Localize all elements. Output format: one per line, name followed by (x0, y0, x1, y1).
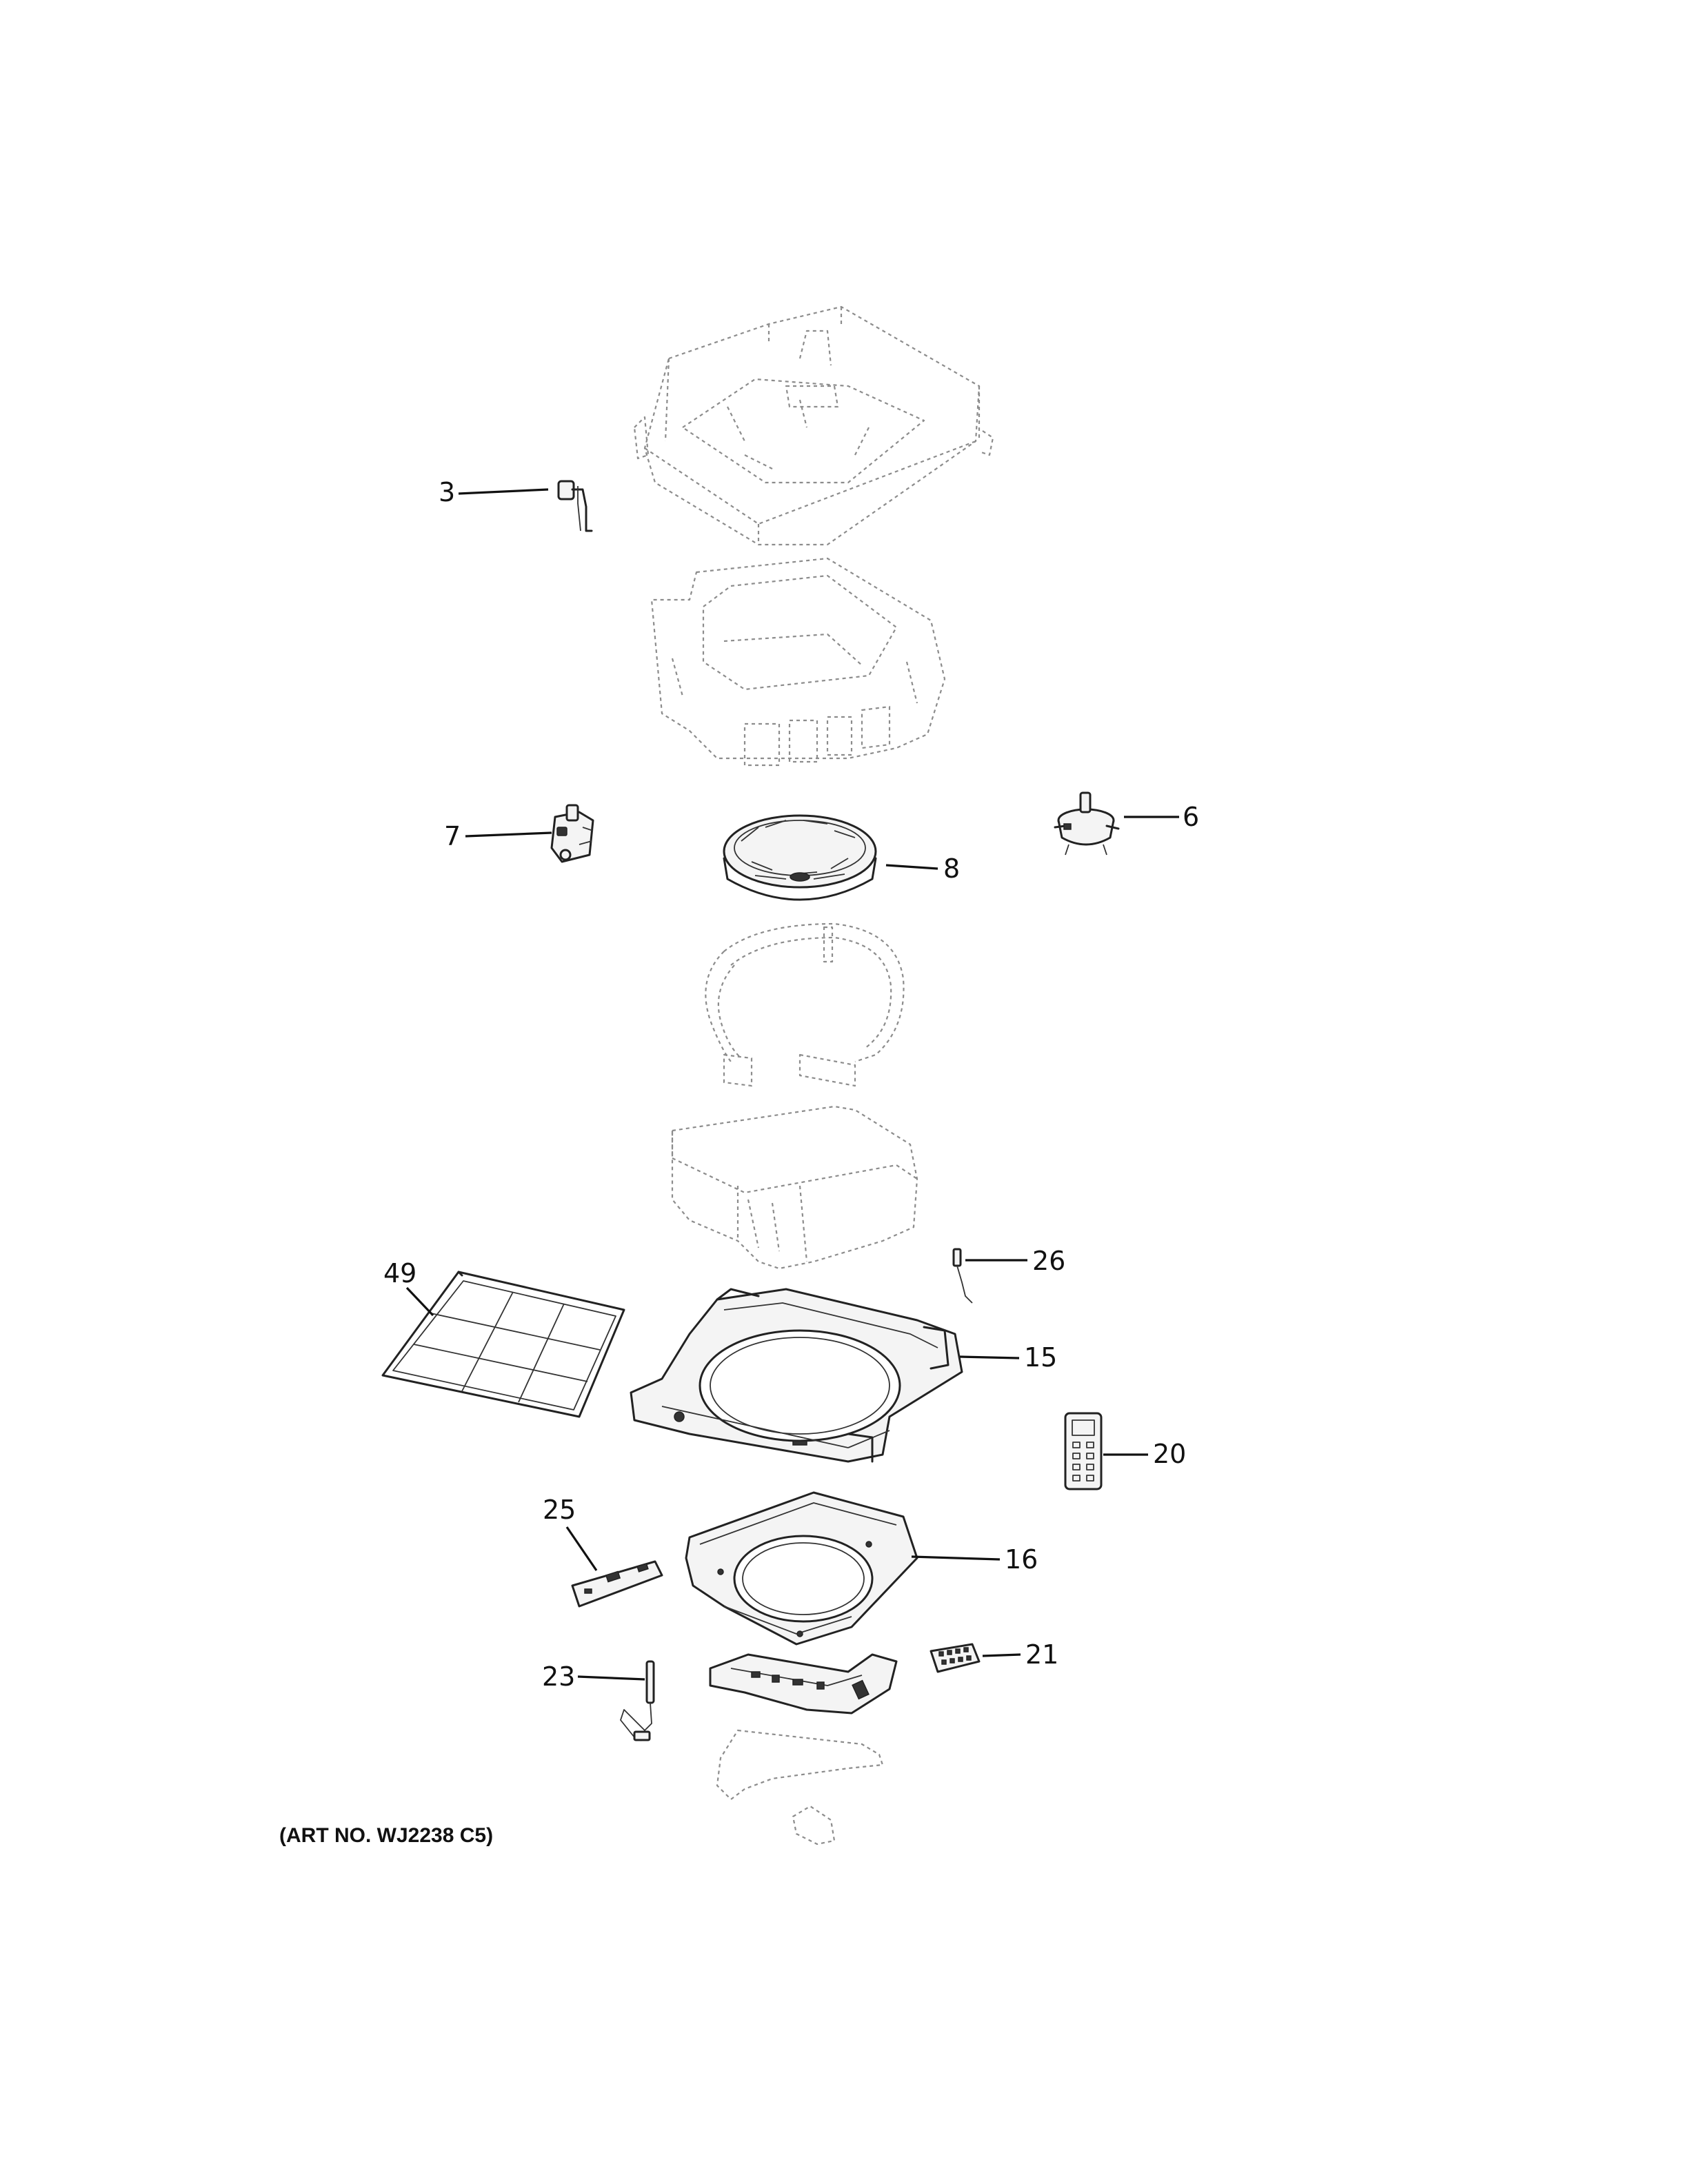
leader-7 (465, 831, 552, 838)
control-board-assembly (709, 1653, 898, 1715)
insulation-wrap (671, 1105, 918, 1270)
callout-3: 3 (439, 477, 455, 507)
leader-8 (885, 864, 938, 870)
thermistor-part (952, 1248, 973, 1304)
leader-3 (458, 488, 549, 495)
callout-7: 7 (444, 821, 461, 851)
leader-15 (959, 1355, 1020, 1359)
callout-6: 6 (1183, 802, 1199, 832)
chassis-frame-part (630, 1288, 963, 1463)
callout-21: 21 (1025, 1639, 1058, 1670)
leader-lines (405, 488, 1179, 1681)
remote-control-part (1064, 1412, 1103, 1490)
callout-16: 16 (1005, 1544, 1038, 1575)
art-number-caption: (ART NO. WJ2238 C5) (279, 1824, 493, 1847)
leader-16 (911, 1555, 1001, 1561)
air-filter-part (381, 1271, 625, 1418)
bottom-panel-part (685, 1491, 918, 1646)
callout-8: 8 (943, 853, 960, 884)
display-board-part (571, 1560, 663, 1608)
leader-21 (982, 1653, 1021, 1657)
leader-25 (565, 1526, 598, 1571)
terminal-block-part (930, 1643, 981, 1673)
drain-pump-part (550, 804, 594, 863)
callout-15: 15 (1024, 1342, 1057, 1373)
wire-harness-part (620, 1660, 655, 1741)
drain-pan-insulation (650, 557, 946, 767)
fan-motor-part (1054, 791, 1120, 856)
lower-covers (716, 1729, 884, 1846)
callout-23: 23 (542, 1661, 575, 1692)
blower-wheel-part (723, 814, 877, 901)
callout-49: 49 (383, 1258, 416, 1288)
drain-fitting-part (557, 480, 593, 532)
callout-labels: 3 7 6 8 26 49 15 20 25 16 21 23 (383, 477, 1199, 1692)
leader-49 (405, 1286, 434, 1317)
cabinet-housing (633, 305, 994, 546)
leader-23 (577, 1675, 645, 1681)
heat-exchanger-coil (705, 922, 905, 1087)
callout-26: 26 (1032, 1246, 1065, 1276)
callout-20: 20 (1153, 1439, 1186, 1469)
callout-25: 25 (543, 1495, 576, 1525)
